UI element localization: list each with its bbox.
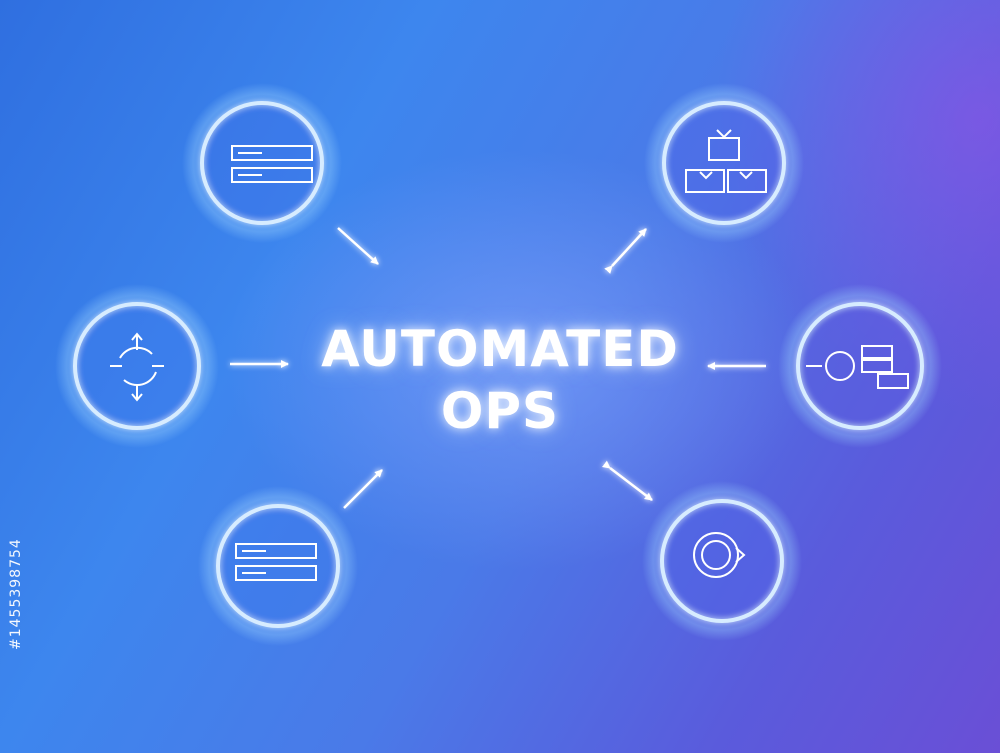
crosshair-arrows-icon bbox=[110, 332, 164, 402]
arrow-bottom-right bbox=[602, 460, 653, 501]
center-title: AUTOMATED OPS bbox=[250, 318, 750, 442]
node-mid-right bbox=[778, 284, 942, 448]
arrow-bottom-left bbox=[343, 469, 383, 509]
title-line-1: AUTOMATED bbox=[321, 320, 679, 378]
connector-arrows bbox=[230, 227, 766, 509]
server-rack-icon bbox=[231, 145, 313, 183]
node-bottom-left bbox=[198, 486, 358, 646]
node-mid-left bbox=[55, 284, 219, 448]
node-bottom-right bbox=[642, 481, 802, 641]
node-top-left bbox=[182, 83, 342, 243]
hierarchy-flow-icon bbox=[685, 129, 767, 193]
arrow-top-right bbox=[604, 228, 647, 274]
server-rack-icon bbox=[235, 543, 317, 581]
refresh-cycle-icon bbox=[693, 532, 746, 578]
node-top-right bbox=[644, 83, 804, 243]
vertical-image-id: #1455398754 bbox=[8, 538, 24, 650]
title-line-2: OPS bbox=[440, 382, 560, 440]
arrow-top-left bbox=[337, 227, 379, 265]
process-flow-icon bbox=[806, 345, 909, 389]
